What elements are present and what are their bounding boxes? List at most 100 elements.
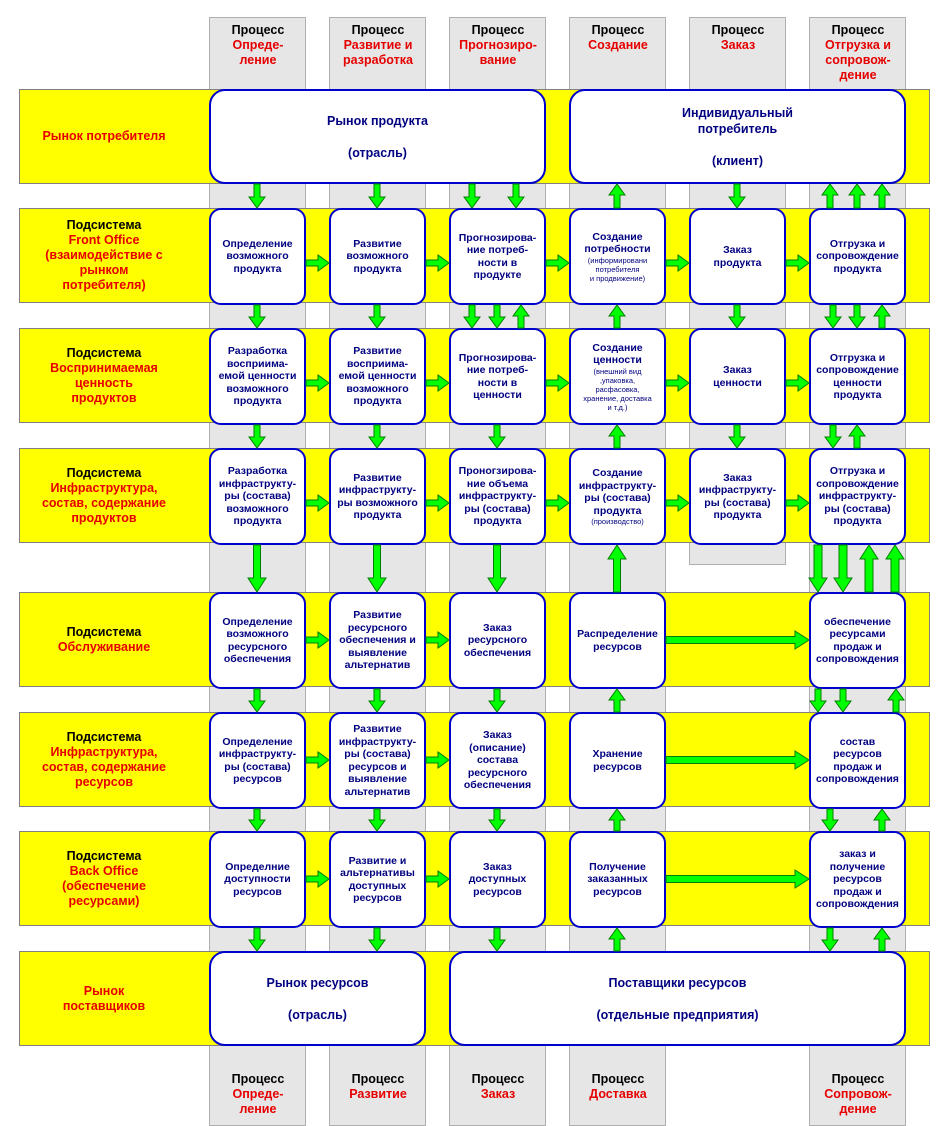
box-text: Разработка восприима- емой ценности возм…: [218, 345, 297, 408]
flow-arrow-14: [665, 494, 690, 512]
flow-arrow-50: [608, 304, 626, 329]
perceived-value-box-5: Заказ ценности: [689, 328, 786, 425]
service-box-5: обеспечение ресурсами продаж и сопровожд…: [809, 592, 906, 689]
flow-arrow-74: [821, 808, 839, 832]
flow-arrow-39: [463, 183, 481, 209]
box-title: Индивидуальный потребитель: [682, 105, 793, 136]
flow-arrow-37: [368, 808, 386, 832]
row-label-red: Инфраструктура, состав, содержание проду…: [41, 480, 166, 525]
flow-arrow-17: [425, 631, 450, 649]
box-text: Отгрузка и сопровождение инфраструкту- р…: [816, 465, 899, 528]
flow-arrow-4: [665, 254, 690, 272]
box-text: Заказ (описание) состава ресурсного обес…: [463, 729, 532, 792]
flow-arrow-40: [507, 183, 525, 209]
flow-arrow-6: [305, 374, 330, 392]
header-process-name: Заказ: [480, 1087, 516, 1101]
flow-arrow-54: [608, 808, 626, 832]
box-subtitle: (клиент): [712, 153, 763, 168]
flow-arrow-65: [824, 424, 842, 449]
box-text: Заказ ценности: [713, 364, 762, 389]
box-text: заказ и получение ресурсов продаж и сопр…: [816, 848, 899, 911]
flow-arrow-24: [665, 869, 810, 889]
row-label-red: Рынок потребителя: [42, 129, 166, 143]
box-text: Проногзирова- ние объема инфраструкту- р…: [458, 465, 537, 528]
flow-arrow-13: [545, 494, 570, 512]
header-process-name: Отгрузка и сопровож- дение: [825, 38, 891, 82]
box-text: Определение инфраструкту- ры (состава) р…: [218, 735, 297, 786]
flow-arrow-66: [848, 424, 866, 449]
product-infra-box-4: Создание инфраструкту- ры (состава) прод…: [569, 448, 666, 545]
box-text: Развитие инфраструкту- ры (состава) ресу…: [338, 723, 417, 798]
row-label-red: Back Office (обеспечение ресурсами): [62, 863, 146, 908]
flow-arrow-55: [608, 927, 626, 952]
front-office-box-2: Развитие возможного продукта: [329, 208, 426, 305]
box-text: Заказ продукта: [713, 244, 762, 269]
flow-arrow-29: [248, 688, 266, 713]
flow-arrow-71: [809, 688, 827, 713]
box-subtitle: (отдельные предприятия): [596, 1007, 759, 1022]
front-office-box-5: Заказ продукта: [689, 208, 786, 305]
resource-infra-box-3: Заказ (описание) состава ресурсного обес…: [449, 712, 546, 809]
front-office-box-1: Определение возможного продукта: [209, 208, 306, 305]
flow-arrow-60: [848, 183, 866, 209]
row-label-consumer-market: Рынок потребителя: [19, 89, 189, 184]
product-infra-box-1: Разработка инфраструкту- ры (состава) во…: [209, 448, 306, 545]
header-process-name: Развитие: [349, 1087, 407, 1101]
flow-arrow-44: [488, 424, 506, 449]
box-text: Заказ ресурсного обеспечения: [463, 621, 532, 659]
row-label-black: Подсистема: [66, 848, 142, 863]
header-process-word: Процесс: [231, 1072, 285, 1086]
perceived-value-box-3: Прогнозирова- ние потреб- ности в ценнос…: [449, 328, 546, 425]
service-box-4: Распределение ресурсов: [569, 592, 666, 689]
flow-arrow-77: [873, 927, 891, 952]
flow-arrow-12: [425, 494, 450, 512]
flow-arrow-46: [488, 688, 506, 713]
perceived-value-box-2: Развитие восприима- емой ценности возмож…: [329, 328, 426, 425]
flow-arrow-63: [848, 304, 866, 329]
box-subtitle: (отрасль): [288, 1007, 347, 1022]
header-process-word: Процесс: [831, 23, 885, 37]
flow-arrow-5: [785, 254, 810, 272]
box-text: Развитие восприима- емой ценности возмож…: [338, 345, 417, 408]
back-office-box-1: Определние доступности ресурсов: [209, 831, 306, 928]
flow-arrow-72: [834, 688, 852, 713]
box-title: Рынок продукта: [327, 113, 428, 128]
header-process-word: Процесс: [471, 23, 525, 37]
box-title: Поставщики ресурсов: [608, 975, 747, 990]
perceived-value-box-1: Разработка восприима- емой ценности возм…: [209, 328, 306, 425]
box-text: Создание инфраструкту- ры (состава) прод…: [578, 467, 657, 517]
front-office-box-6: Отгрузка и сопровождение продукта: [809, 208, 906, 305]
box-text: Создание ценности: [592, 341, 643, 367]
flow-arrow-36: [368, 688, 386, 713]
perceived-value-box-6: Отгрузка и сопровождение ценности продук…: [809, 328, 906, 425]
box-text: Хранение ресурсов: [592, 748, 643, 773]
service-box-1: Определение возможного ресурсного обеспе…: [209, 592, 306, 689]
header-process-name: Прогнозиро- вание: [459, 38, 537, 67]
header-process-name: Развитие и разработка: [343, 38, 413, 67]
box-note: (информировани потребителя и продвижение…: [587, 255, 648, 283]
flow-arrow-18: [665, 630, 810, 650]
flow-arrow-22: [305, 870, 330, 888]
row-label-red: Обслуживание: [57, 639, 151, 654]
box-subtitle: (отрасль): [348, 145, 407, 160]
row-label-red: Инфраструктура, состав, содержание ресур…: [41, 744, 166, 789]
service-box-2: Развитие ресурсного обеспечения и выявле…: [329, 592, 426, 689]
flow-arrow-31: [248, 927, 266, 952]
box-text: Отгрузка и сопровождение ценности продук…: [816, 351, 899, 402]
header-process-word: Процесс: [711, 23, 765, 37]
header-process-name: Опреде- ление: [232, 1087, 284, 1116]
flow-arrow-25: [248, 183, 266, 209]
box-text: Развитие возможного продукта: [346, 237, 409, 275]
flow-arrow-62: [824, 304, 842, 329]
flow-arrow-11: [305, 494, 330, 512]
flow-arrow-57: [728, 304, 746, 329]
box-text: Распределение ресурсов: [577, 628, 658, 653]
header-process-name: Опреде- ление: [232, 38, 284, 67]
